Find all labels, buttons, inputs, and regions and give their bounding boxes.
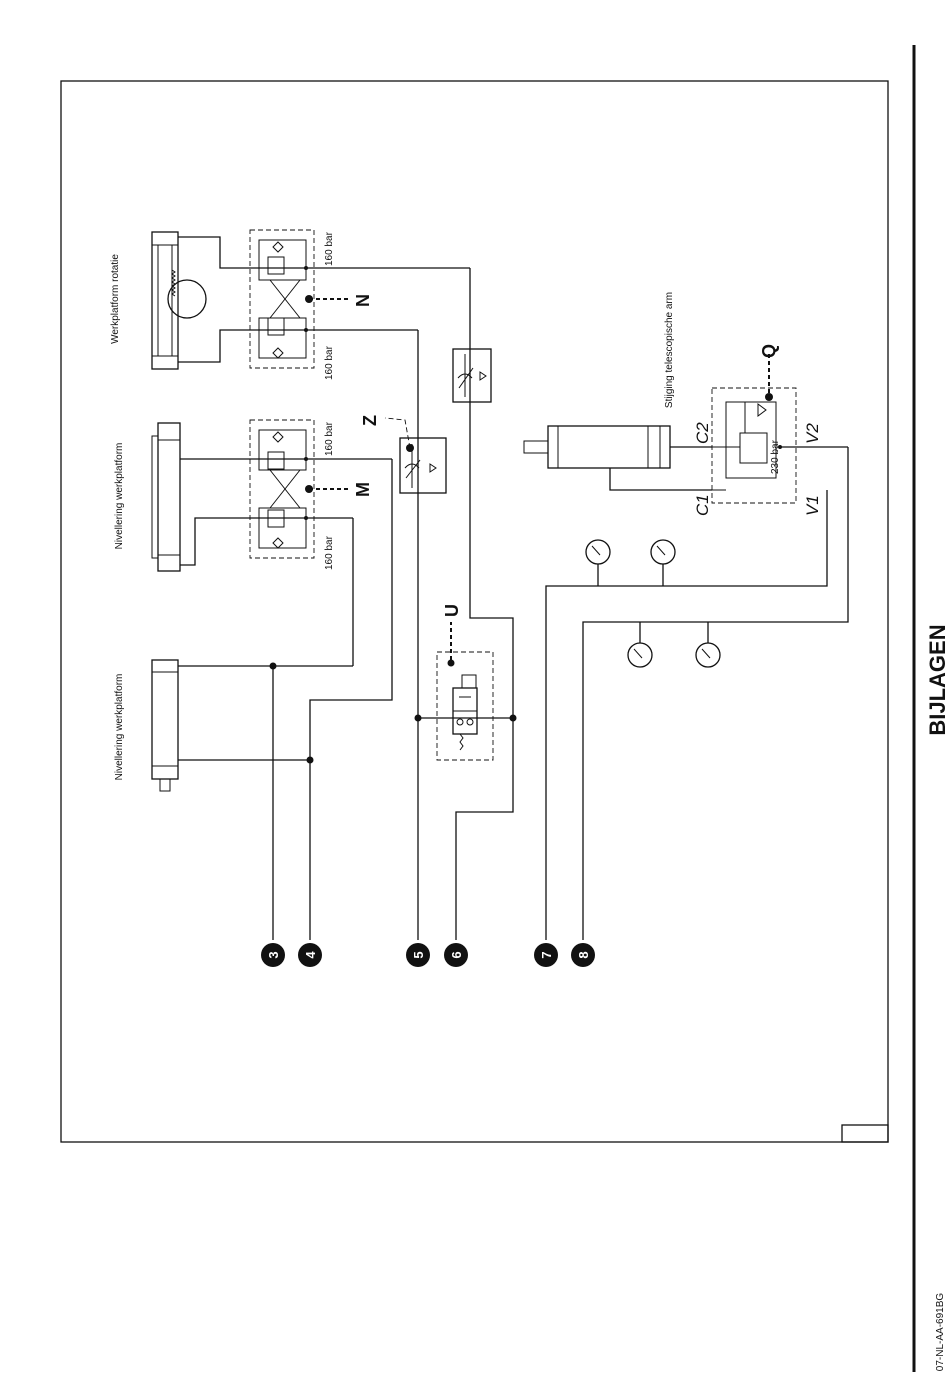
svg-text:8: 8 <box>576 951 591 958</box>
connector-3: 3 <box>261 943 285 967</box>
q-callout: Q <box>759 344 779 358</box>
svg-text:4: 4 <box>303 951 318 959</box>
u-callout: U <box>442 604 462 617</box>
svg-text:3: 3 <box>266 951 281 958</box>
svg-text:5: 5 <box>411 951 426 958</box>
line-4 <box>310 459 392 940</box>
n-pressure-top: 160 bar <box>324 231 335 266</box>
leveling-cylinder-2 <box>152 660 353 791</box>
connector-7: 7 <box>534 943 558 967</box>
port-c1: C1 <box>693 494 712 516</box>
port-c2: C2 <box>693 422 712 444</box>
n-pressure-bottom: 160 bar <box>324 345 335 380</box>
connector-8: 8 <box>571 943 595 967</box>
leveling-cylinder-1 <box>152 423 250 571</box>
line-7 <box>546 490 827 940</box>
diagram-frame <box>61 81 888 1142</box>
port-v1: V1 <box>803 495 822 516</box>
m-pressure-top: 160 bar <box>324 421 335 456</box>
leveling2-label: Nivellering werkplatform <box>114 674 125 781</box>
u-valve <box>437 622 493 760</box>
q-pressure: 230 bar <box>770 439 781 474</box>
telescopic-cylinder <box>524 426 712 490</box>
rotation-label-1: Werkplatform rotatie <box>110 254 121 344</box>
line-8 <box>583 447 848 940</box>
m-callout: M <box>353 482 373 497</box>
frame-tab <box>842 1125 888 1142</box>
rotation-motor <box>152 232 250 369</box>
connector-5: 5 <box>406 943 430 967</box>
z-flow-control <box>385 418 446 493</box>
svg-text:6: 6 <box>449 951 464 958</box>
pressure-gauges <box>586 540 720 667</box>
z-callout: Z <box>360 415 380 426</box>
q-valve <box>712 352 848 503</box>
svg-text:7: 7 <box>539 951 554 958</box>
telescopic-label: Stijging telescopische arm <box>664 292 675 408</box>
m-pressure-bottom: 160 bar <box>324 535 335 570</box>
connector-4: 4 <box>298 943 322 967</box>
doc-code: 07-NL-AA-691BG <box>935 1293 946 1372</box>
connector-6: 6 <box>444 943 468 967</box>
n-callout: N <box>353 294 373 307</box>
rotation-flow-control <box>453 349 491 402</box>
leveling1-label: Nivellering werkplatform <box>114 443 125 550</box>
port-v2: V2 <box>803 423 822 444</box>
section-title: BIJLAGEN <box>925 624 950 735</box>
